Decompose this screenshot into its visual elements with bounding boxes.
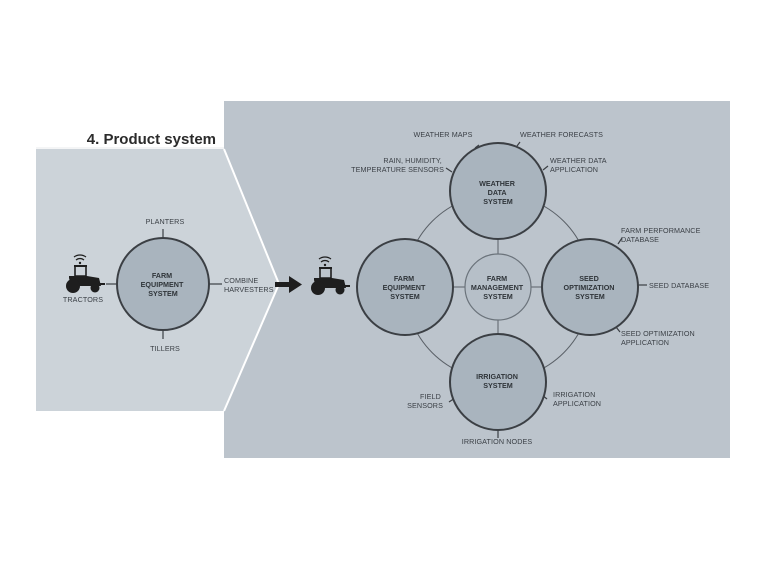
farm-equipment-system-label: FARM EQUIPMENT SYSTEM (383, 274, 428, 301)
weather-data-system-circle (449, 142, 547, 240)
left-equipment-circle-label: FARM EQUIPMENT SYSTEM (141, 271, 186, 298)
farm-management-system-label: FARM MANAGEMENT SYSTEM (471, 274, 525, 301)
transition-arrow (275, 276, 302, 293)
seed-optimization-system-label: SEED OPTIMIZATION SYSTEM (564, 274, 617, 301)
label-seed-optimization-application: SEED OPTIMIZATION APPLICATION (621, 329, 697, 347)
label-seed-database: SEED DATABASE (649, 281, 709, 290)
seed-optimization-system-circle (541, 238, 639, 336)
label-weather-maps: WEATHER MAPS (414, 130, 473, 139)
irrigation-system-label: IRRIGATION SYSTEM (476, 372, 520, 390)
label-planters: PLANTERS (146, 217, 185, 226)
label-field-sensors: FIELD SENSORS (407, 392, 443, 410)
left-farm-equipment-system: FARM EQUIPMENT SYSTEM PLANTERS TILLERS T… (63, 217, 274, 353)
farm-management-system-circle (464, 253, 532, 321)
page-title: 4. Product system (87, 131, 216, 148)
weather-data-system-label: WEATHER DATA SYSTEM (479, 179, 517, 206)
tractor-icon (66, 254, 105, 293)
farm-equipment-system-circle (356, 238, 454, 336)
label-weather-data-application: WEATHER DATA APPLICATION (550, 156, 608, 174)
label-weather-forecasts: WEATHER FORECASTS (520, 130, 603, 139)
label-farm-performance-database: FARM PERFORMANCE DATABASE (621, 226, 703, 244)
label-tillers: TILLERS (150, 344, 180, 353)
label-tractors: TRACTORS (63, 295, 103, 304)
label-combine-harvesters: COMBINE HARVESTERS (224, 276, 274, 294)
label-irrigation-application: IRRIGATION APPLICATION (553, 390, 601, 408)
irrigation-system-circle (449, 333, 547, 431)
label-rain-humidity-temperature-sensors: RAIN, HUMIDITY, TEMPERATURE SENSORS (351, 156, 444, 174)
tractor-icon (311, 256, 350, 295)
left-equipment-circle (116, 237, 210, 331)
label-irrigation-nodes: IRRIGATION NODES (462, 437, 533, 446)
